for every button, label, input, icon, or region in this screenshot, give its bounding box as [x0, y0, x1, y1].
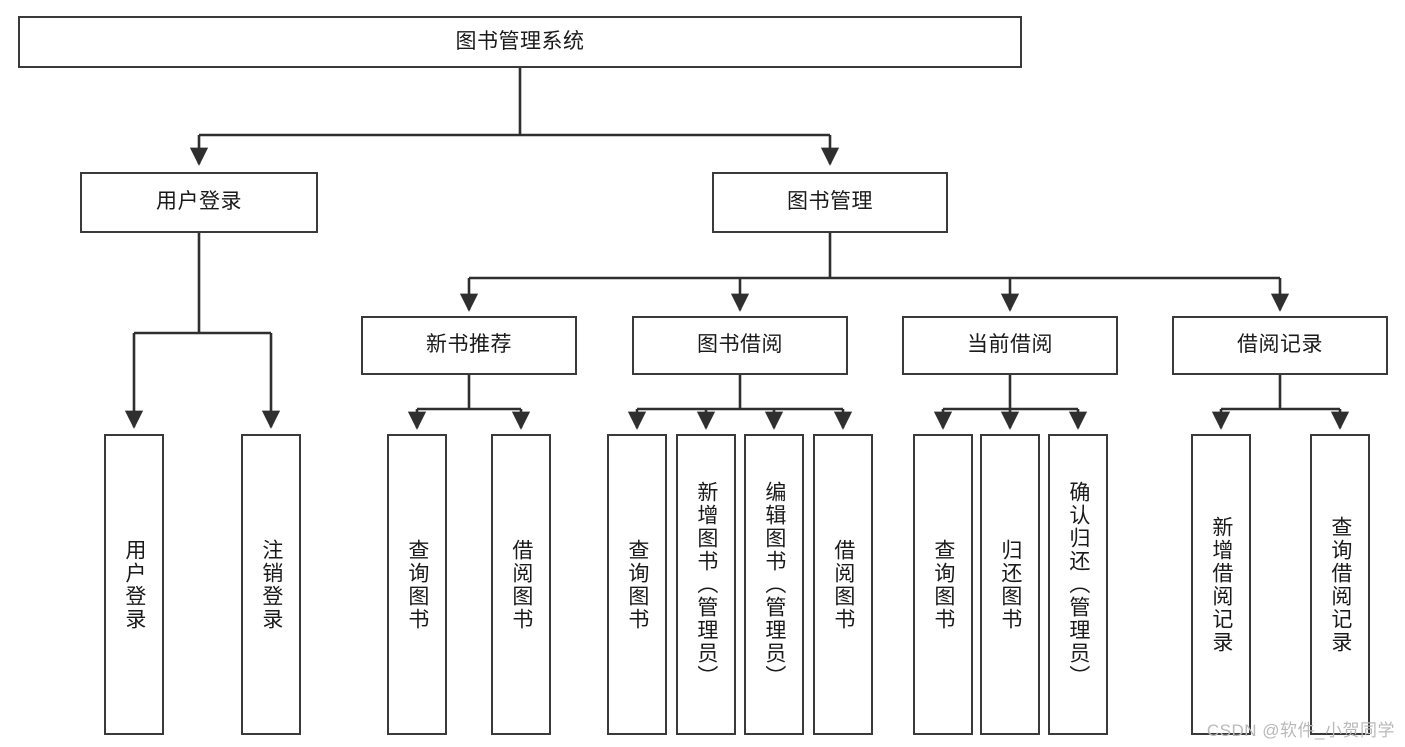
node-label: 当前借阅 [967, 333, 1053, 357]
node-label: 查询图书 [405, 538, 429, 631]
node-label: 查询图书 [625, 538, 649, 631]
node-label: 借阅图书 [831, 538, 855, 631]
node-new-book-recommend[interactable]: 新书推荐 [361, 316, 577, 375]
leaf-book-borrow-add-book-admin[interactable]: 新增图书（管理员） [676, 434, 736, 735]
watermark: CSDN @软件_小贺同学 [1206, 721, 1395, 740]
node-label: 归还图书 [998, 538, 1022, 631]
node-current-borrow[interactable]: 当前借阅 [902, 316, 1118, 375]
node-borrow-record[interactable]: 借阅记录 [1172, 316, 1388, 375]
node-label: 编辑图书（管理员） [762, 481, 786, 688]
node-label: 图书管理系统 [455, 29, 585, 53]
leaf-book-borrow-query-book[interactable]: 查询图书 [607, 434, 667, 735]
node-label: 新增借阅记录 [1209, 515, 1233, 654]
leaf-borrow-record-query-record[interactable]: 查询借阅记录 [1310, 434, 1370, 735]
leaf-book-borrow-borrow-book[interactable]: 借阅图书 [813, 434, 873, 735]
node-user-login[interactable]: 用户登录 [80, 172, 318, 233]
node-label: 用户登录 [156, 190, 242, 214]
leaf-user-login-login[interactable]: 用户登录 [104, 434, 164, 735]
node-label: 查询图书 [931, 538, 955, 631]
node-label: 新书推荐 [426, 333, 512, 357]
leaf-new-book-query-book[interactable]: 查询图书 [387, 434, 447, 735]
node-label: 借阅图书 [509, 538, 533, 631]
leaf-new-book-borrow-book[interactable]: 借阅图书 [491, 434, 551, 735]
leaf-current-borrow-return-book[interactable]: 归还图书 [980, 434, 1040, 735]
node-book-management[interactable]: 图书管理 [712, 172, 948, 233]
leaf-book-borrow-edit-book-admin[interactable]: 编辑图书（管理员） [744, 434, 804, 735]
node-label: 图书管理 [787, 190, 873, 214]
leaf-current-borrow-query-book[interactable]: 查询图书 [913, 434, 973, 735]
node-root-book-management-system[interactable]: 图书管理系统 [18, 16, 1022, 68]
node-label: 图书借阅 [697, 333, 783, 357]
node-label: 查询借阅记录 [1328, 515, 1352, 654]
node-label: 用户登录 [122, 538, 146, 631]
node-label: 注销登录 [259, 538, 283, 631]
leaf-user-login-logout[interactable]: 注销登录 [241, 434, 301, 735]
node-label: 确认归还（管理员） [1066, 481, 1090, 688]
leaf-borrow-record-add-record[interactable]: 新增借阅记录 [1191, 434, 1251, 735]
node-label: 借阅记录 [1237, 333, 1323, 357]
node-label: 新增图书（管理员） [694, 481, 718, 688]
leaf-current-borrow-confirm-return-admin[interactable]: 确认归还（管理员） [1048, 434, 1108, 735]
node-book-borrow[interactable]: 图书借阅 [632, 316, 848, 375]
